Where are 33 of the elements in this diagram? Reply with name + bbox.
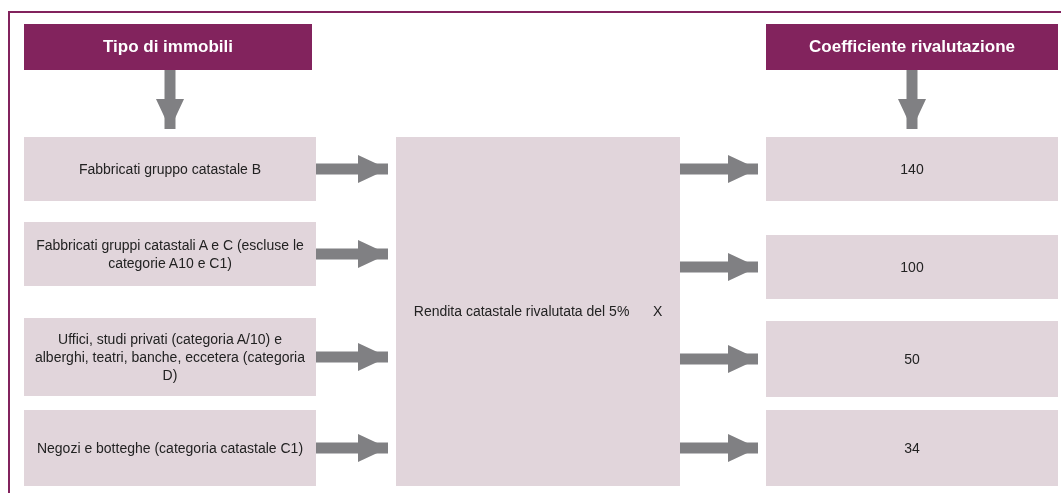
category-box	[766, 137, 1058, 201]
node-label: 100	[900, 257, 924, 277]
category-box	[24, 222, 316, 286]
block-arrow	[680, 155, 758, 183]
block-arrow	[156, 70, 184, 129]
node-label: 50	[904, 349, 920, 369]
node-label: 34	[904, 438, 920, 458]
block-arrow	[680, 434, 758, 462]
block-arrow	[316, 155, 388, 183]
node-label: Coefficiente rivalutazione	[809, 35, 1015, 58]
node-label: Negozi e botteghe (categoria catastale C1)	[36, 438, 304, 458]
node-label: Fabbricati gruppo catastale B	[78, 159, 262, 179]
block-arrow	[316, 434, 388, 462]
header-box	[24, 24, 312, 70]
block-arrow	[316, 343, 388, 371]
category-box	[24, 318, 316, 396]
operator-label: X	[652, 302, 663, 321]
block-arrow	[680, 345, 758, 373]
node-label: Tipo di immobili	[103, 35, 233, 58]
category-box	[766, 321, 1058, 397]
category-box	[24, 137, 316, 201]
category-box	[24, 410, 316, 486]
category-box	[766, 410, 1058, 486]
node-label: 140	[900, 159, 924, 179]
category-box	[766, 235, 1058, 299]
node-label: Uffici, studi privati (categoria A/10) e alberghi, teatri, banche, eccetera (categoria D)	[33, 329, 306, 385]
block-arrow	[316, 240, 388, 268]
node-label: Rendita catastale rivalutata del 5%	[413, 302, 630, 321]
process-box	[396, 137, 680, 486]
header-box	[766, 24, 1058, 70]
block-arrow	[680, 253, 758, 281]
block-arrow	[898, 70, 926, 129]
node-label: Fabbricati gruppi catastali A e C (escluse le categorie A10 e C1)	[35, 235, 305, 273]
